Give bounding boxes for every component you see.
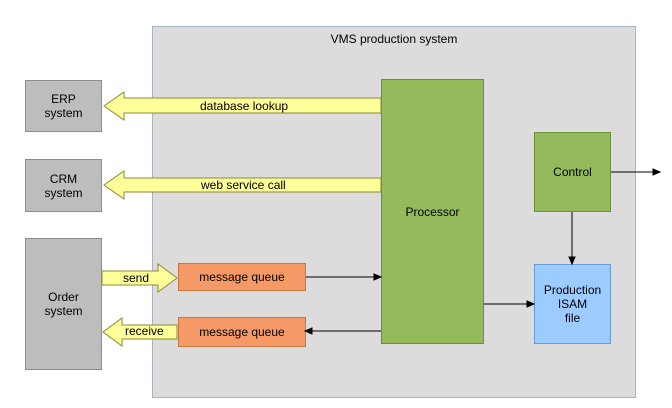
vms-production-system-title: VMS production system [330, 32, 458, 46]
processor-to-queue-arrowhead [303, 327, 313, 335]
production-isam-file-node: Production ISAM file [534, 264, 611, 344]
control-node: Control [534, 132, 611, 212]
web-service-call-arrow [103, 170, 382, 200]
processor-node: Processor [381, 79, 484, 344]
database-lookup-label: database lookup [200, 99, 289, 113]
send-arrow [101, 263, 178, 293]
queue-to-processor-arrowhead [373, 273, 383, 281]
send-label: send [123, 271, 150, 285]
erp-system-node: ERP system [25, 80, 102, 132]
order-system-node: Order system [25, 238, 102, 370]
crm-system-node: CRM system [25, 159, 102, 212]
message-queue-outbound-node: message queue [178, 317, 306, 347]
web-service-call-label: web service call [201, 178, 286, 192]
control-output-arrowhead [652, 168, 662, 176]
message-queue-inbound-node: message queue [178, 263, 306, 291]
control-to-isam-arrowhead [568, 256, 576, 266]
database-lookup-arrow [103, 91, 382, 121]
processor-to-isam-arrowhead [526, 300, 536, 308]
receive-arrow [102, 317, 178, 347]
receive-label: receive [125, 324, 164, 338]
